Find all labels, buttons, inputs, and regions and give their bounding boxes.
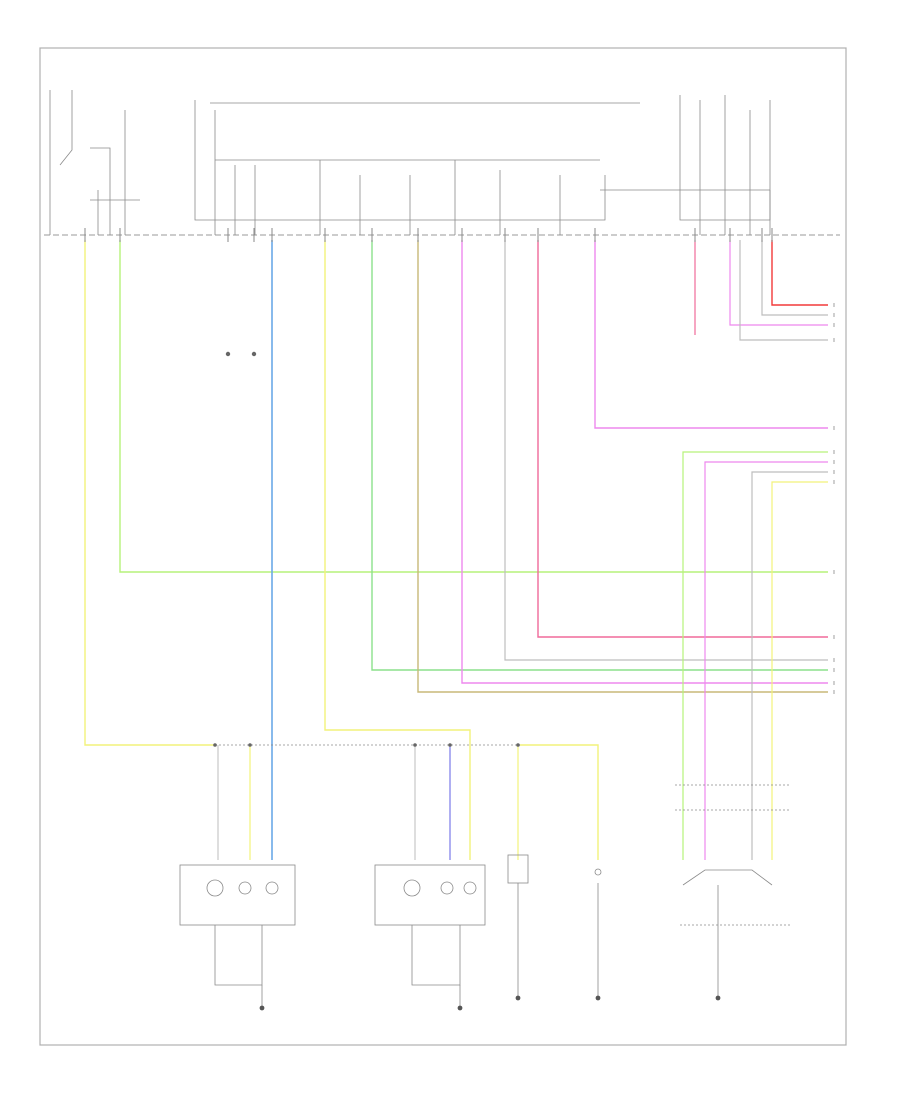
wire-red-right bbox=[771, 240, 828, 306]
fuse-box-left bbox=[49, 90, 140, 235]
ground-g4 bbox=[595, 995, 601, 1001]
wire-yellow-bus bbox=[520, 744, 599, 860]
ground-symbols bbox=[259, 995, 721, 1011]
wire-gray-switch bbox=[751, 471, 828, 860]
sjb-box-right bbox=[600, 95, 771, 235]
wire-green-switch bbox=[682, 451, 828, 860]
wire-yellow-2 bbox=[324, 240, 471, 860]
right-park-lamp bbox=[594, 868, 602, 1000]
splice-dots bbox=[213, 351, 520, 747]
connector-ticks bbox=[84, 228, 773, 242]
wire-gray bbox=[504, 240, 828, 661]
ground-g2 bbox=[457, 1005, 463, 1011]
wire-gray-right-2 bbox=[739, 240, 828, 341]
wire-gray-right bbox=[761, 240, 828, 316]
bcm-box bbox=[194, 100, 640, 235]
diagram-frame bbox=[39, 47, 847, 1046]
wire-yellow-switch bbox=[771, 481, 828, 860]
wire-green bbox=[371, 240, 828, 671]
headlamp-switch bbox=[682, 869, 773, 1000]
wire-pink bbox=[537, 240, 828, 638]
wire-yellow-main bbox=[84, 240, 215, 746]
wire-light-green bbox=[119, 240, 828, 573]
ground-g5 bbox=[715, 995, 721, 1001]
wire-violet bbox=[461, 240, 828, 684]
wire-violet-switch bbox=[704, 461, 828, 860]
ground-g1 bbox=[259, 1005, 265, 1011]
wire-tan bbox=[417, 240, 828, 693]
switch-connector bbox=[675, 784, 790, 926]
left-park-lamp bbox=[507, 854, 529, 1000]
left-headlamp bbox=[179, 864, 296, 1010]
right-headlamp bbox=[374, 864, 486, 1010]
ground-g3 bbox=[515, 995, 521, 1001]
wire-violet-2 bbox=[594, 240, 828, 429]
wire-violet-right bbox=[729, 240, 828, 326]
